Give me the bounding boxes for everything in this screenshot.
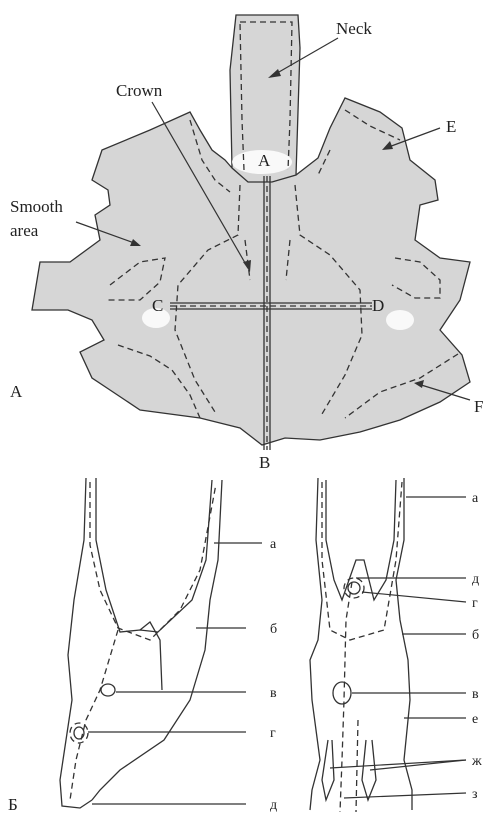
panel-a-letter: A: [10, 382, 23, 401]
right-sketch-dash: [322, 482, 402, 812]
highlight-patch: [386, 310, 414, 330]
panel-b-left-sketch: а б в г д Б: [8, 478, 277, 814]
panel-b-letter: Б: [8, 795, 18, 814]
node-g-left: [70, 723, 88, 743]
right-label-e: е: [472, 712, 478, 727]
left-label-a: а: [270, 537, 277, 552]
label-smooth: Smooth: [10, 197, 63, 216]
node-v-left: [101, 684, 115, 696]
left-sketch-outline: [60, 478, 222, 808]
right-label-zh: ж: [471, 754, 482, 769]
label-area: area: [10, 221, 39, 240]
leader-right-z: [344, 793, 466, 798]
label-f: F: [474, 397, 483, 416]
left-label-v: в: [270, 686, 277, 701]
label-c-point: C: [152, 296, 163, 315]
left-label-b: б: [270, 622, 277, 637]
node-g-left-inner: [74, 727, 84, 739]
label-neck: Neck: [336, 19, 372, 38]
right-label-b: б: [472, 628, 479, 643]
label-crown: Crown: [116, 81, 163, 100]
left-label-g: г: [270, 726, 276, 741]
node-d-right: [344, 578, 364, 598]
panel-a: Neck Crown Smooth area E F A B C D A: [10, 15, 483, 472]
right-label-d: д: [472, 572, 479, 587]
label-e: E: [446, 117, 456, 136]
right-label-v: в: [472, 687, 479, 702]
right-label-g: г: [472, 596, 478, 611]
right-label-a: а: [472, 491, 479, 506]
panel-b-right-sketch: а д г б в е ж з: [310, 478, 482, 812]
label-a-point: A: [258, 151, 271, 170]
leader-right-g: [362, 592, 466, 602]
left-sketch-dash: [70, 482, 216, 800]
lobe-left: [322, 740, 334, 800]
left-label-d: д: [270, 798, 277, 813]
label-d-point: D: [372, 296, 384, 315]
node-g-right: [348, 582, 360, 594]
right-sketch-upper: [326, 480, 396, 600]
label-b-point: B: [259, 453, 270, 472]
node-v-right: [333, 682, 351, 704]
right-label-z: з: [472, 787, 478, 802]
